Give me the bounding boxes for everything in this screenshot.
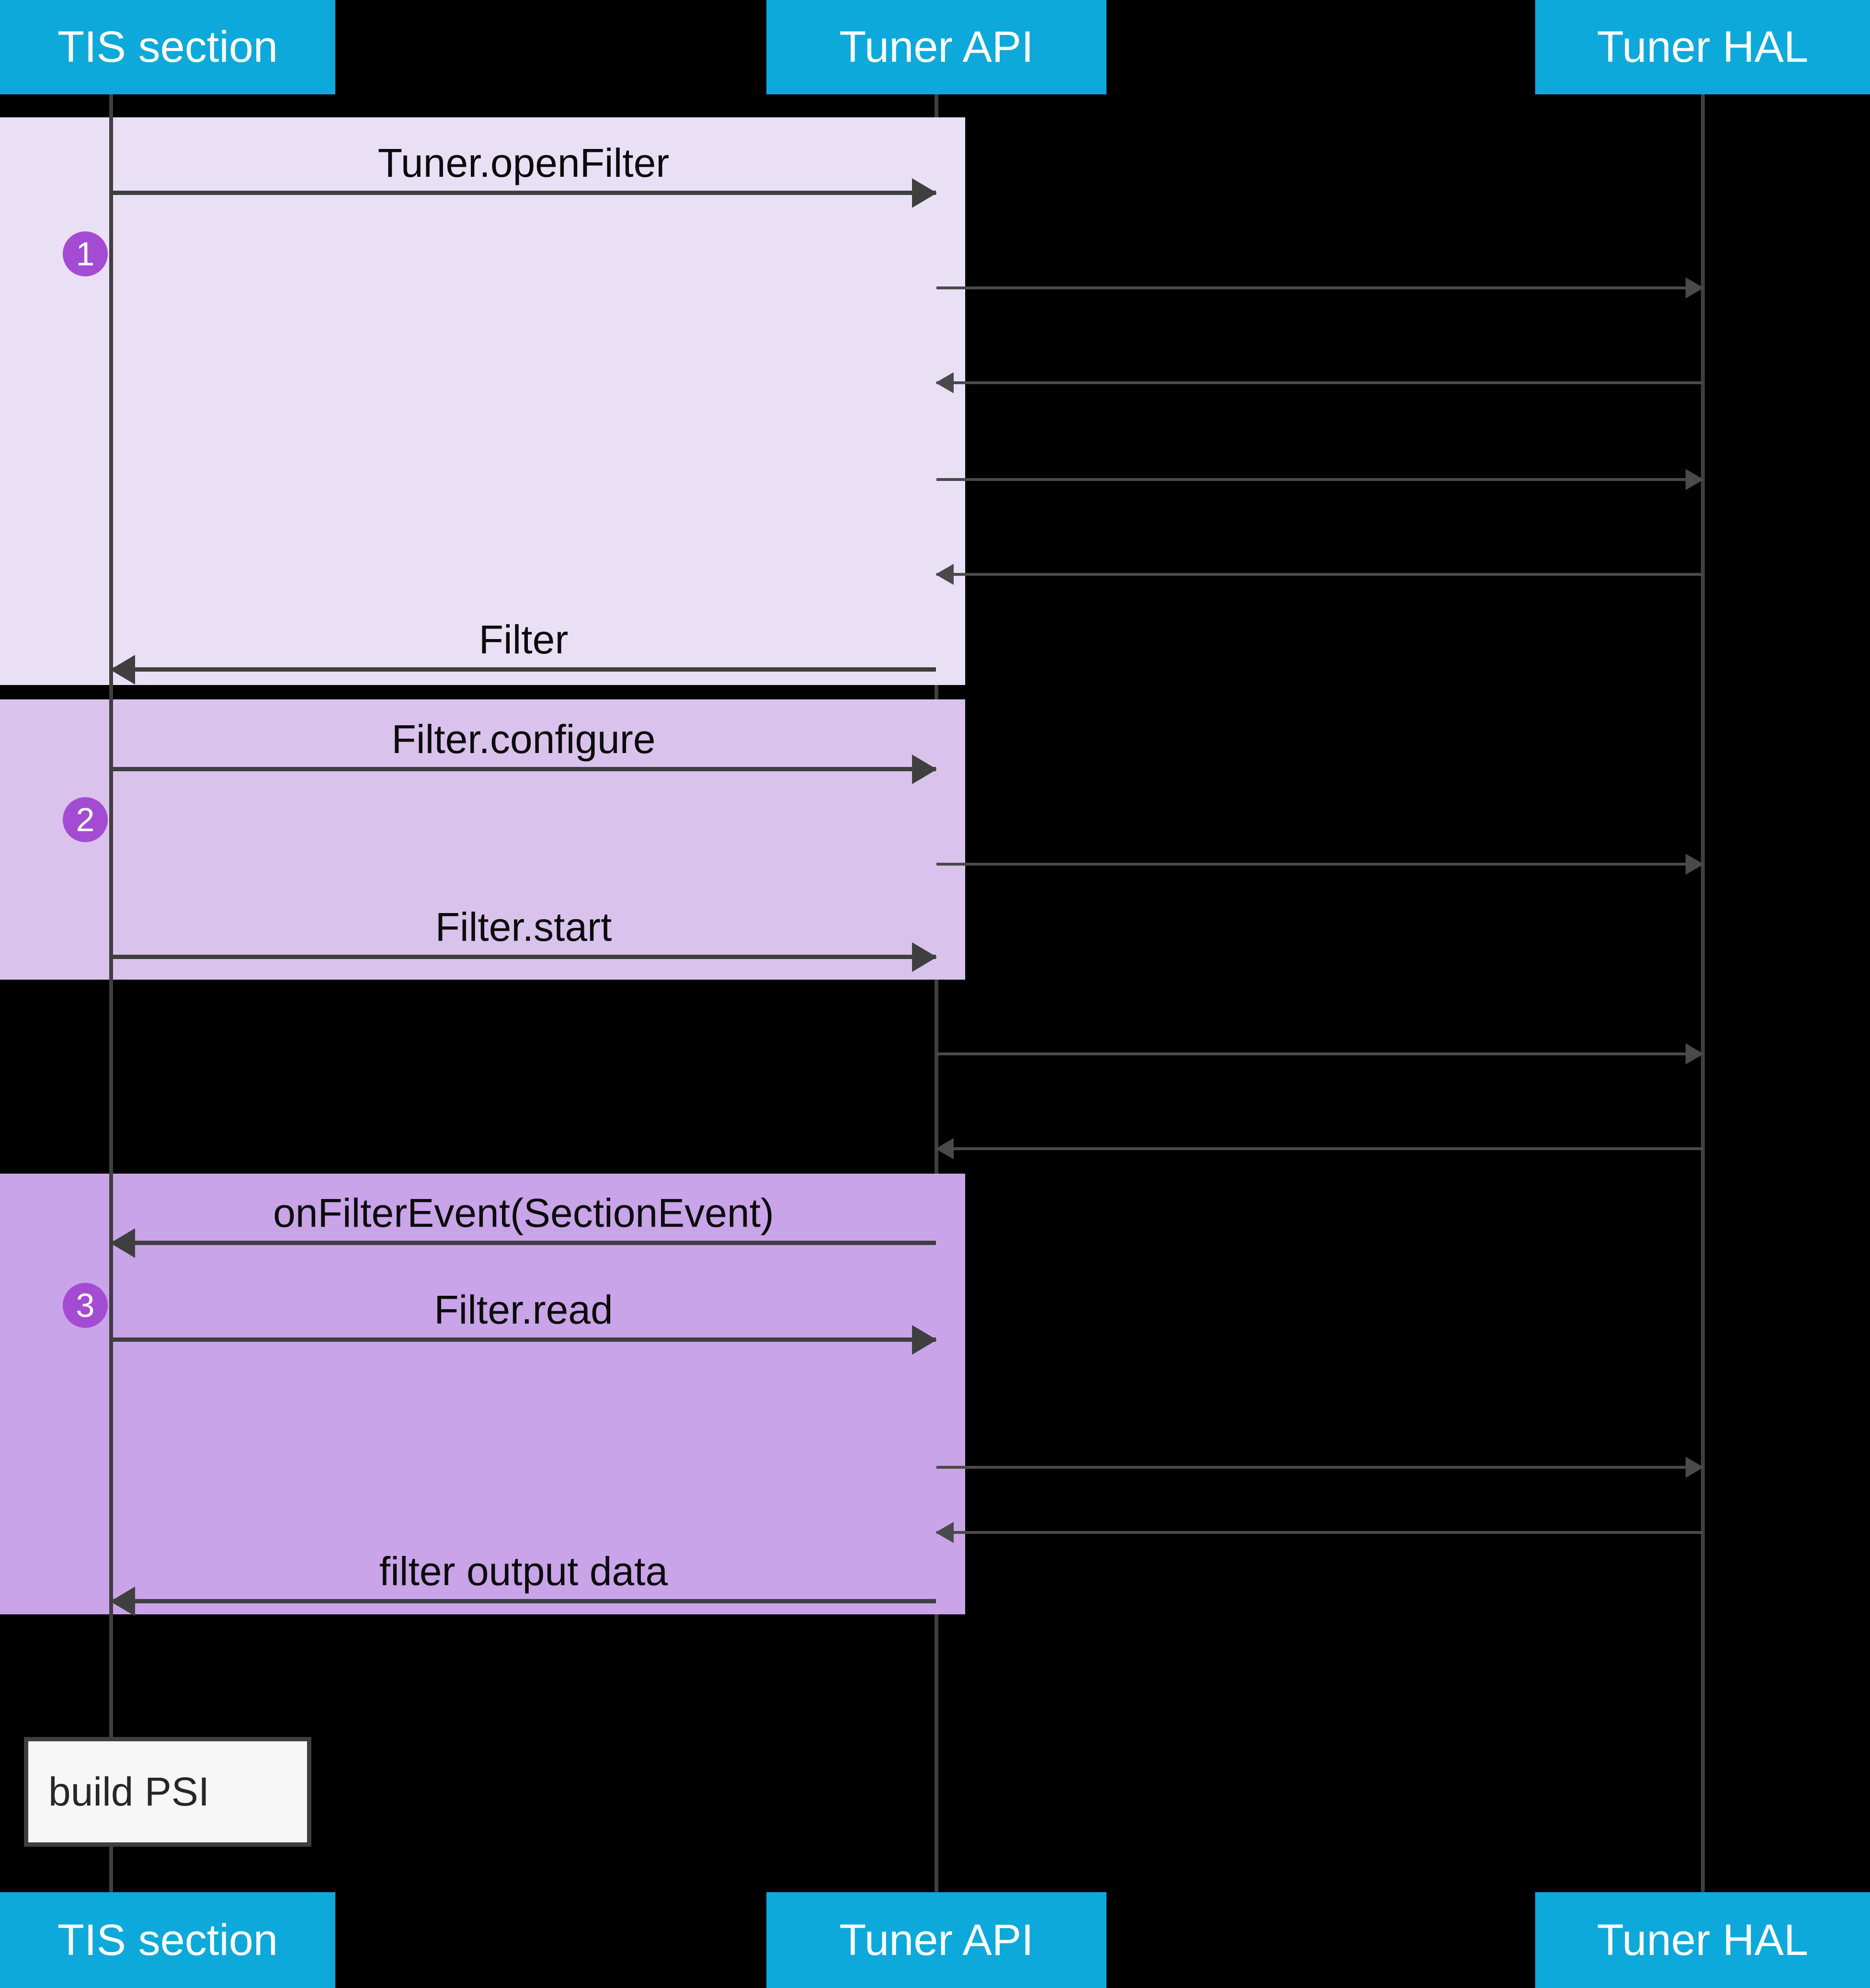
step-band-1 xyxy=(0,117,965,685)
arrowhead-left-icon xyxy=(110,1587,135,1616)
participant-footer-tuner-api[interactable]: Tuner API xyxy=(766,1892,1106,1988)
message-line xyxy=(936,1531,1703,1534)
message-line xyxy=(111,667,936,672)
message-line xyxy=(936,863,1703,866)
message-line xyxy=(111,1337,936,1342)
lifeline-tuner-hal xyxy=(1701,94,1705,1892)
step-badge-1: 1 xyxy=(63,231,108,276)
participant-footer-tuner-hal-label: Tuner HAL xyxy=(1596,1915,1809,1965)
arrowhead-right-icon xyxy=(1686,469,1704,490)
participant-header-tuner-api[interactable]: Tuner API xyxy=(766,0,1106,94)
arrowhead-right-icon xyxy=(912,178,937,208)
arrowhead-right-icon xyxy=(1686,277,1704,298)
step-badge-2-label: 2 xyxy=(76,801,95,838)
message-line xyxy=(936,286,1703,289)
message-label: Filter.read xyxy=(434,1287,613,1332)
step-badge-3: 3 xyxy=(63,1283,108,1328)
arrowhead-right-icon xyxy=(912,1325,937,1355)
note-label: build PSI xyxy=(48,1769,210,1814)
message-label: onFilterEvent(SectionEvent) xyxy=(273,1190,774,1235)
message-line xyxy=(111,767,936,771)
participant-header-tuner-hal[interactable]: Tuner HAL xyxy=(1535,0,1870,94)
arrowhead-left-icon xyxy=(110,1228,135,1258)
arrowhead-left-icon xyxy=(935,564,954,585)
participant-footer-tuner-api-label: Tuner API xyxy=(839,1915,1034,1965)
message-label: Filter xyxy=(479,617,569,662)
step-band-2 xyxy=(0,699,965,980)
message-line xyxy=(936,381,1703,384)
arrowhead-right-icon xyxy=(1686,854,1704,875)
lifeline-tuner-api xyxy=(935,94,938,1892)
step-badge-3-label: 3 xyxy=(76,1287,95,1324)
arrowhead-right-icon xyxy=(912,942,937,972)
message-line xyxy=(936,1052,1703,1055)
message-label: Filter.configure xyxy=(391,717,656,762)
participant-header-tuner-api-label: Tuner API xyxy=(839,23,1034,71)
arrowhead-right-icon xyxy=(1686,1043,1704,1064)
message-line xyxy=(111,1599,936,1603)
message-line xyxy=(936,1147,1703,1150)
participant-header-tis-section-label: TIS section xyxy=(57,23,278,71)
activation-tuner-api-1 xyxy=(935,117,965,685)
message-line xyxy=(111,955,936,959)
message-line xyxy=(111,1241,936,1245)
message-line xyxy=(936,573,1703,576)
message-label: Filter.start xyxy=(435,904,612,949)
arrowhead-left-icon xyxy=(935,372,954,393)
arrowhead-left-icon xyxy=(110,655,135,685)
step-badge-1-label: 1 xyxy=(76,235,95,273)
arrowhead-left-icon xyxy=(935,1522,954,1543)
arrowhead-right-icon xyxy=(1686,1457,1704,1478)
message-line xyxy=(111,191,936,195)
arrowhead-left-icon xyxy=(935,1138,954,1159)
message-label: Tuner.openFilter xyxy=(377,140,670,185)
participant-header-tuner-hal-label: Tuner HAL xyxy=(1596,23,1809,71)
step-band-3 xyxy=(0,1174,965,1614)
participant-footer-tuner-hal[interactable]: Tuner HAL xyxy=(1535,1892,1870,1988)
step-badge-2: 2 xyxy=(63,797,108,842)
message-line xyxy=(936,1466,1703,1469)
activation-tuner-api-3 xyxy=(935,1174,965,1614)
participant-footer-tis-section-label: TIS section xyxy=(57,1915,278,1965)
activation-tuner-api-2 xyxy=(935,699,965,980)
note-build-psi: build PSI xyxy=(24,1737,311,1847)
message-line xyxy=(936,478,1703,481)
participant-header-tis-section[interactable]: TIS section xyxy=(0,0,335,94)
message-label: filter output data xyxy=(379,1549,668,1594)
participant-footer-tis-section[interactable]: TIS section xyxy=(0,1892,335,1988)
arrowhead-right-icon xyxy=(912,754,937,784)
lifeline-tis-section xyxy=(109,94,113,1892)
